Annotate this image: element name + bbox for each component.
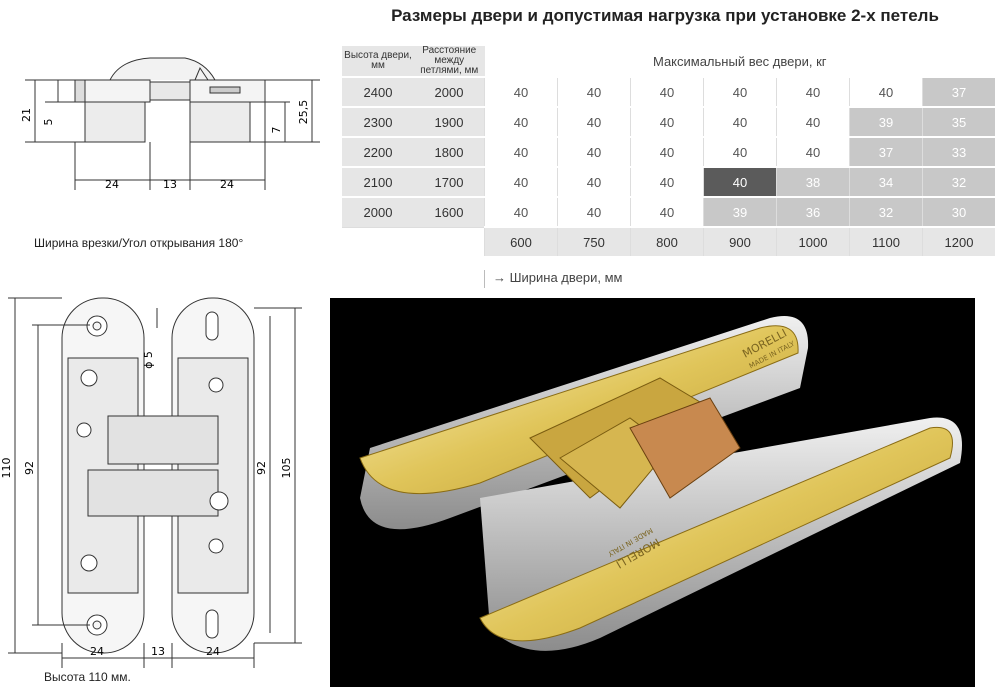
dim-24-left: 24 — [90, 645, 104, 658]
header-max-weight: Максимальный вес двери, кг — [484, 44, 995, 77]
dim-110: 110 — [0, 458, 13, 479]
cell-value: 40 — [484, 136, 558, 167]
cell-value: 40 — [703, 136, 777, 167]
dim-24-right: 24 — [220, 178, 234, 191]
table-row: 2400 2000 40 40 40 40 40 40 37 — [342, 76, 995, 107]
cell-value: 38 — [776, 166, 850, 197]
table-row: 2100 1700 40 40 40 40 38 34 32 — [342, 166, 995, 197]
cell-value: 40 — [630, 76, 704, 107]
cell-value-highlight: 40 — [703, 166, 777, 197]
cell-value: 40 — [703, 106, 777, 137]
cell-width: 1200 — [922, 226, 995, 256]
cell-distance: 1900 — [414, 106, 485, 137]
page-title: Размеры двери и допустимая нагрузка при … — [391, 6, 939, 25]
cell-value: 40 — [630, 106, 704, 137]
dim-phi5: ϕ 5 — [142, 351, 155, 369]
cell-width: 750 — [557, 226, 631, 256]
cell-value: 35 — [922, 106, 995, 137]
cell-value: 40 — [630, 196, 704, 227]
cell-value: 40 — [630, 136, 704, 167]
cell-value: 40 — [703, 76, 777, 107]
cell-value: 40 — [776, 76, 850, 107]
cell-value: 40 — [557, 136, 631, 167]
dim-13: 13 — [163, 178, 177, 191]
load-table: Высота двери, мм Расстояние между петлям… — [342, 44, 995, 256]
cell-distance: 1800 — [414, 136, 485, 167]
cell-distance: 1600 — [414, 196, 485, 227]
dim-24-left: 24 — [105, 178, 119, 191]
table-row: 2200 1800 40 40 40 40 40 37 33 — [342, 136, 995, 167]
cell-value: 40 — [484, 166, 558, 197]
cell-value: 34 — [849, 166, 923, 197]
cell-value: 40 — [557, 196, 631, 227]
table-row: 2000 1600 40 40 40 39 36 32 30 — [342, 196, 995, 227]
front-view-drawing: 110 92 92 105 ϕ 5 24 13 24 — [0, 297, 302, 668]
product-photo: MORELLI MADE IN ITALY MORELLI MADE IN IT… — [330, 298, 975, 687]
cell-value: 37 — [849, 136, 923, 167]
width-row: 600 750 800 900 1000 1100 1200 — [342, 226, 995, 256]
cell-value: 37 — [922, 76, 995, 107]
dim-5: 5 — [42, 119, 55, 126]
cell-value: 30 — [922, 196, 995, 227]
height-caption: Высота 110 мм. — [44, 670, 131, 684]
cell-height: 2400 — [342, 76, 414, 107]
cell-value: 40 — [557, 166, 631, 197]
side-view-drawing: 24 13 24 21 5 7 25,5 — [20, 57, 320, 191]
hinge-illustration: MORELLI MADE IN ITALY MORELLI MADE IN IT… — [359, 316, 962, 651]
dim-24-right: 24 — [206, 645, 220, 658]
cell-width: 900 — [703, 226, 777, 256]
cell-value: 33 — [922, 136, 995, 167]
cell-height: 2100 — [342, 166, 414, 197]
cell-value: 40 — [557, 76, 631, 107]
cell-width: 800 — [630, 226, 704, 256]
cell-value: 40 — [484, 196, 558, 227]
dim-92-right: 92 — [255, 461, 268, 475]
width-axis-label: → Ширина двери, мм — [484, 270, 622, 288]
dim-105: 105 — [280, 458, 293, 479]
cut-width-caption: Ширина врезки/Угол открывания 180° — [34, 236, 244, 250]
cell-value: 40 — [630, 166, 704, 197]
cell-value: 39 — [703, 196, 777, 227]
dim-92-left: 92 — [23, 461, 36, 475]
cell-value: 39 — [849, 106, 923, 137]
cell-value: 40 — [557, 106, 631, 137]
cell-width: 1000 — [776, 226, 850, 256]
cell-distance: 2000 — [414, 76, 485, 107]
cell-height: 2300 — [342, 106, 414, 137]
cell-value: 40 — [484, 106, 558, 137]
cell-height: 2000 — [342, 196, 414, 227]
cell-value: 40 — [776, 106, 850, 137]
cell-value: 40 — [484, 76, 558, 107]
header-distance: Расстояние между петлями, мм — [414, 44, 485, 77]
table-row: 2300 1900 40 40 40 40 40 39 35 — [342, 106, 995, 137]
cell-value: 36 — [776, 196, 850, 227]
cell-value: 40 — [776, 136, 850, 167]
dim-25-5: 25,5 — [297, 100, 310, 125]
cell-width: 1100 — [849, 226, 923, 256]
dim-7: 7 — [270, 127, 283, 134]
header-height: Высота двери, мм — [342, 44, 414, 77]
cell-value: 40 — [849, 76, 923, 107]
dim-21: 21 — [20, 108, 33, 122]
cell-width: 600 — [484, 226, 558, 256]
cell-distance: 1700 — [414, 166, 485, 197]
cell-height: 2200 — [342, 136, 414, 167]
cell-value: 32 — [922, 166, 995, 197]
dim-13: 13 — [151, 645, 165, 658]
cell-value: 32 — [849, 196, 923, 227]
